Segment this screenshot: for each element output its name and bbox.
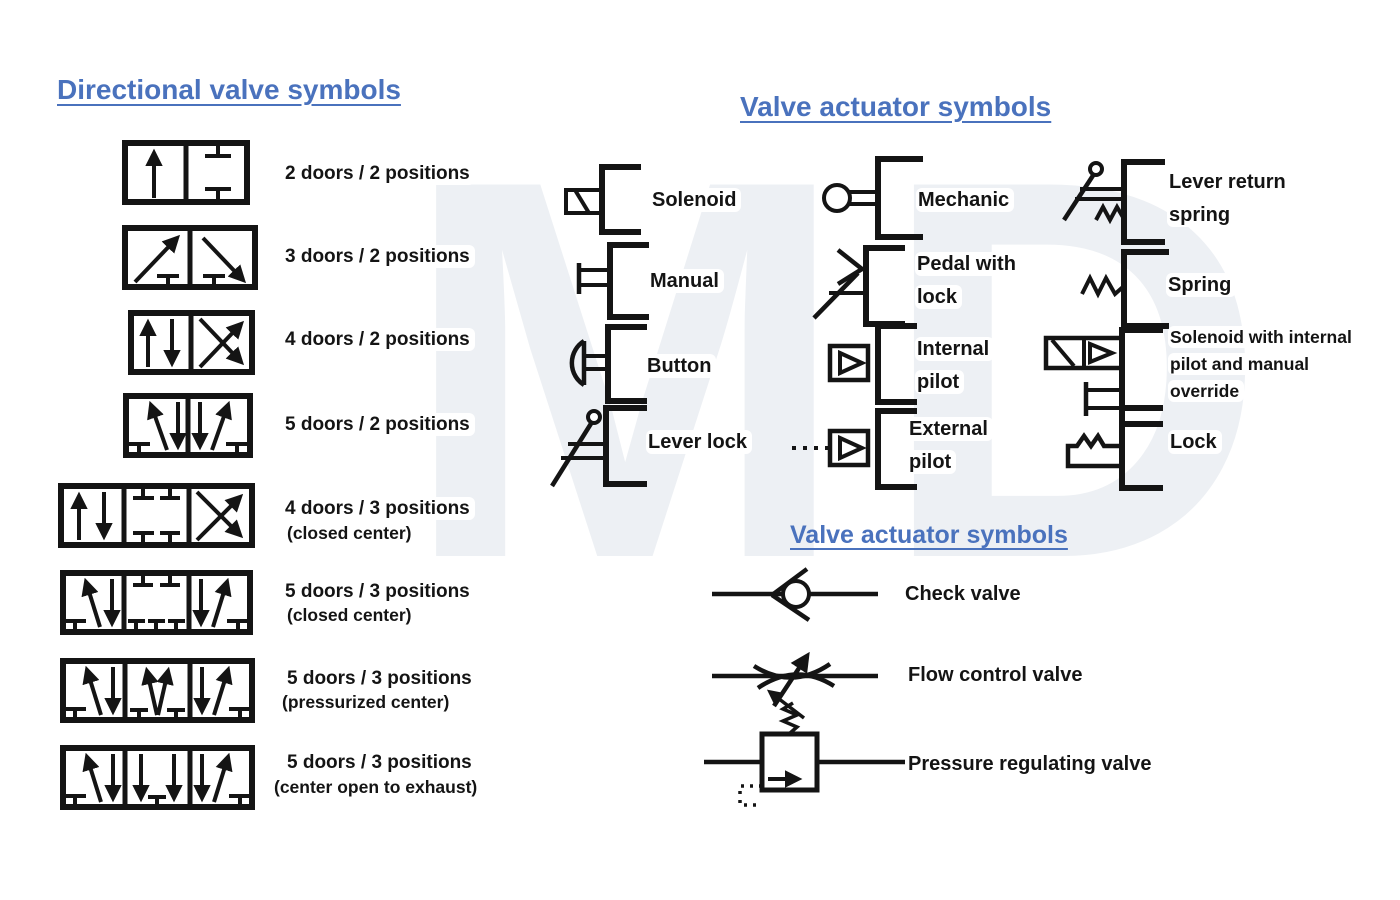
- actuator-label: Solenoid: [650, 184, 742, 217]
- actuator-label: Lever lock: [646, 426, 752, 459]
- valve-row-label: 5 doors / 3 positions: [285, 750, 477, 775]
- valve-3-2-symbol: [122, 225, 258, 290]
- valve-row-label: 4 doors / 3 positions: [283, 496, 475, 521]
- button-icon: [569, 324, 647, 404]
- flow-valve-label: Check valve: [903, 578, 1026, 611]
- valve-row-label: 2 doors / 2 positions: [283, 161, 475, 186]
- flow-valve-label: Pressure regulating valve: [906, 748, 1157, 781]
- valve-row-label: 5 doors / 3 positions: [285, 666, 477, 691]
- actuator-label: External pilot: [907, 413, 1009, 479]
- flow-section-title: Valve actuator symbols: [790, 521, 1068, 549]
- valve-row-sublabel: (closed center): [285, 604, 417, 627]
- valve-5-2-symbol: [123, 393, 253, 458]
- internal-pilot-icon: [827, 323, 917, 405]
- actuator-label: Button: [645, 350, 717, 383]
- manual-icon: [576, 242, 649, 320]
- valve-5-3-pc-symbol: [60, 658, 255, 723]
- valve-row-label: 3 doors / 2 positions: [283, 244, 475, 269]
- valve-5-3-coe-symbol: [60, 745, 255, 810]
- spring-icon: [1080, 249, 1169, 329]
- valve-row-sublabel: (closed center): [285, 522, 417, 545]
- valve-4-3-symbol: [58, 483, 255, 548]
- lever-return-spring-icon: [1062, 159, 1165, 245]
- actuator-label: Pedal with lock: [915, 248, 1047, 314]
- actuator-label: Lock: [1168, 426, 1222, 459]
- actuator-label: Manual: [648, 265, 724, 298]
- valve-5-3-cc-symbol: [60, 570, 253, 635]
- actuator-section-title: Valve actuator symbols: [740, 91, 1052, 122]
- valve-row-label: 4 doors / 2 positions: [283, 327, 475, 352]
- solenoid-internal-pilot-manual-override-icon: [1043, 327, 1163, 427]
- pressure-regulating-valve-icon: [704, 689, 905, 807]
- lock-icon: [1065, 405, 1163, 491]
- pedal-with-lock-icon: [812, 245, 905, 327]
- flow-valve-label: Flow control valve: [906, 659, 1088, 692]
- valve-2-2-symbol: [122, 140, 250, 205]
- valve-row-sublabel: (center open to exhaust): [272, 776, 483, 799]
- solenoid-icon: [564, 164, 641, 235]
- check-valve-icon: [712, 567, 878, 622]
- actuator-label: Solenoid with internal pilot and manual …: [1168, 324, 1383, 405]
- actuator-label: Lever return spring: [1167, 166, 1315, 232]
- external-pilot-icon: [792, 408, 917, 490]
- valve-4-2-symbol: [128, 310, 255, 375]
- actuator-label: Internal pilot: [915, 333, 1017, 399]
- valve-row-sublabel: (pressurized center): [280, 691, 455, 714]
- valve-row-label: 5 doors / 3 positions: [283, 579, 475, 604]
- directional-section-title: Directional valve symbols: [57, 74, 401, 105]
- actuator-label: Mechanic: [916, 184, 1015, 217]
- lever-lock-icon: [550, 405, 647, 488]
- actuator-label: Spring: [1166, 269, 1237, 302]
- mechanic-icon: [822, 156, 923, 240]
- valve-row-label: 5 doors / 2 positions: [283, 412, 475, 437]
